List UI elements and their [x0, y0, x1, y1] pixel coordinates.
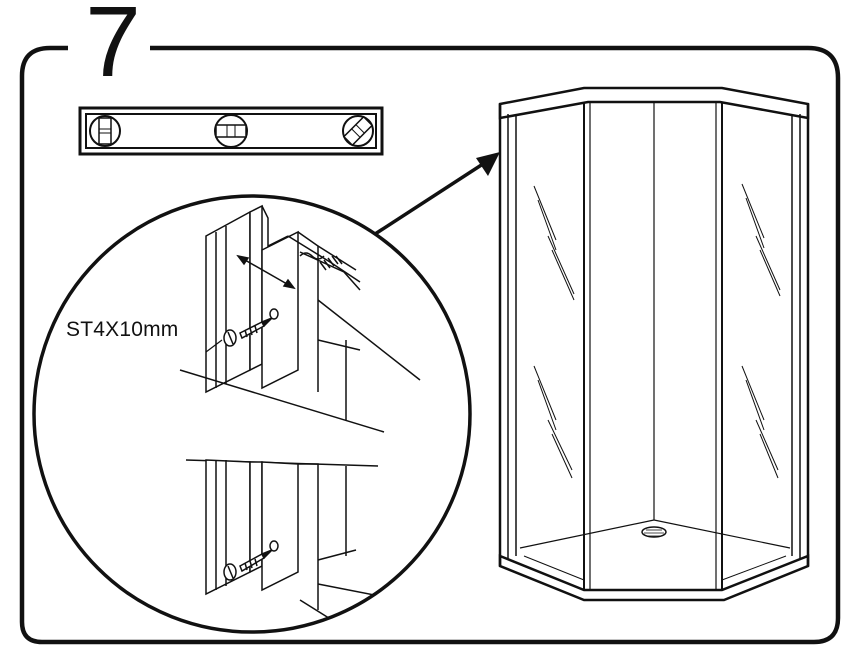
detail-circle: [32, 194, 472, 634]
drain-icon: [641, 526, 667, 538]
step-number: 7: [76, 0, 150, 92]
glass-reflection: [533, 183, 781, 479]
spirit-level-icon: [78, 106, 384, 156]
seal-strip: [319, 255, 343, 271]
screw-icon: [223, 308, 279, 347]
bottom-rail: [498, 554, 810, 602]
shower-enclosure: [498, 86, 810, 602]
wall-profile-upper: [205, 204, 421, 420]
screw-spec-label: ST4X10mm: [66, 318, 179, 341]
callout-arrow: [371, 152, 500, 238]
screw-icon: [223, 540, 279, 581]
step-frame: [19, 45, 841, 645]
